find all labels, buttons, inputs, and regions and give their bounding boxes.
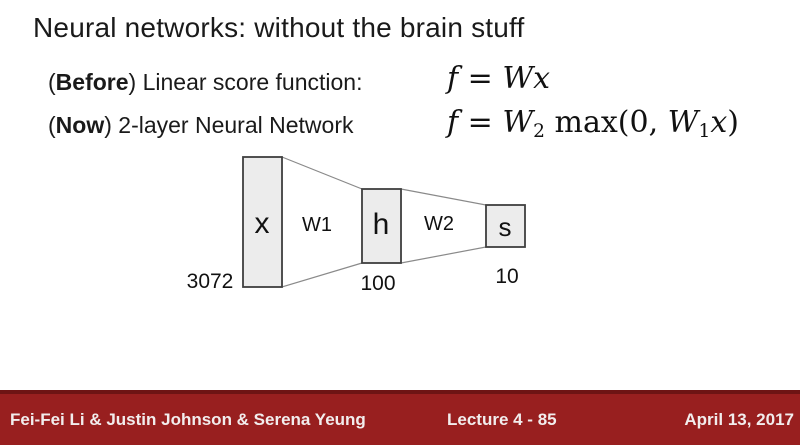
input-label: x	[255, 207, 270, 240]
now-open-paren: (	[48, 112, 56, 138]
w2-label: W2	[424, 213, 454, 235]
before-bold-word: Before	[55, 69, 129, 95]
score-label: s	[499, 212, 512, 242]
before-line-text: ) Linear score function:	[128, 69, 363, 95]
formula2-W2-subscript: 2	[533, 121, 546, 143]
slide-title: Neural networks: without the brain stuff	[33, 12, 525, 43]
formula1-f: f	[447, 61, 459, 96]
linear-score-formula: f = Wx	[447, 61, 550, 96]
footer-date: April 13, 2017	[684, 409, 794, 429]
formula1-equals: =	[458, 61, 503, 96]
network-diagram: x W1 h W2 s 3072 100 10	[187, 156, 526, 295]
hidden-dim-label: 100	[360, 272, 395, 295]
formula1-Wx: Wx	[502, 61, 551, 96]
hidden-label: h	[373, 208, 390, 241]
formula2-W1-subscript: 1	[698, 121, 711, 143]
w1-label: W1	[302, 214, 332, 236]
footer-bar: Fei-Fei Li & Justin Johnson & Serena Yeu…	[0, 390, 800, 445]
footer-authors: Fei-Fei Li & Justin Johnson & Serena Yeu…	[10, 409, 366, 429]
formula2-f: f	[447, 105, 459, 140]
two-layer-formula: f = W2 max(0, W1x)	[447, 105, 739, 143]
footer-lecture-number: Lecture 4 - 85	[447, 409, 557, 429]
formula2-W1: W	[667, 105, 699, 140]
before-open-paren: (	[48, 69, 56, 95]
formula2-W2: W	[502, 105, 534, 140]
score-dim-label: 10	[495, 265, 518, 288]
formula2-x: x	[710, 105, 728, 140]
before-line: (Before) Linear score function:	[48, 69, 362, 96]
input-dim-label: 3072	[187, 270, 234, 293]
formula2-equals: =	[458, 105, 503, 140]
hidden-box	[361, 188, 402, 264]
score-box	[485, 204, 526, 248]
formula2-max: max(0,	[545, 105, 668, 140]
now-line-text: ) 2-layer Neural Network	[104, 112, 354, 138]
formula2-close-paren: )	[727, 105, 739, 140]
now-bold-word: Now	[55, 112, 105, 138]
now-line: (Now) 2-layer Neural Network	[48, 112, 353, 139]
input-box	[242, 156, 283, 288]
